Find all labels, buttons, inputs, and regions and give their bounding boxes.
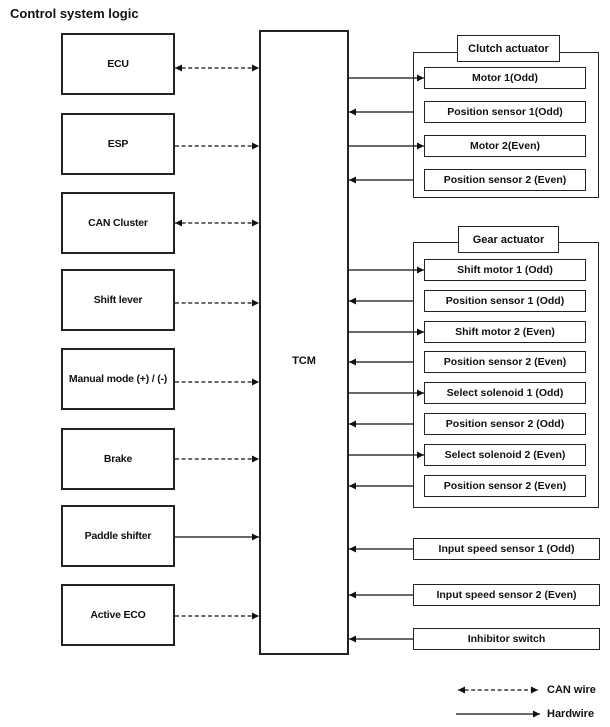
box-input-speed-sensor-1-label: Input speed sensor 1 (Odd) bbox=[438, 543, 575, 555]
box-gear-shift-motor-2: Shift motor 2 (Even) bbox=[424, 321, 586, 343]
gear-actuator-group bbox=[413, 242, 599, 508]
gear-actuator-title: Gear actuator bbox=[458, 226, 559, 253]
gear-actuator-title-label: Gear actuator bbox=[472, 233, 545, 246]
clutch-actuator-title: Clutch actuator bbox=[457, 35, 560, 62]
box-esp: ESP bbox=[61, 113, 175, 175]
box-paddle-shifter: Paddle shifter bbox=[61, 505, 175, 567]
box-manual-mode: Manual mode (+) / (-) bbox=[61, 348, 175, 410]
box-gear-position-sensor-2-odd-label: Position sensor 2 (Odd) bbox=[445, 418, 565, 430]
box-shift-lever: Shift lever bbox=[61, 269, 175, 331]
box-gear-shift-motor-1-label: Shift motor 1 (Odd) bbox=[457, 264, 553, 276]
box-manual-mode-label: Manual mode (+) / (-) bbox=[68, 373, 168, 385]
box-can-cluster: CAN Cluster bbox=[61, 192, 175, 254]
box-tcm-label: TCM bbox=[292, 355, 316, 367]
box-clutch-motor-1: Motor 1(Odd) bbox=[424, 67, 586, 89]
box-gear-select-solenoid-1: Select solenoid 1 (Odd) bbox=[424, 382, 586, 404]
box-gear-select-solenoid-1-label: Select solenoid 1 (Odd) bbox=[446, 387, 564, 399]
box-esp-label: ESP bbox=[107, 138, 129, 150]
box-ecu: ECU bbox=[61, 33, 175, 95]
box-active-eco: Active ECO bbox=[61, 584, 175, 646]
box-gear-position-sensor-1: Position sensor 1 (Odd) bbox=[424, 290, 586, 312]
box-input-speed-sensor-2-label: Input speed sensor 2 (Even) bbox=[436, 589, 577, 601]
box-active-eco-label: Active ECO bbox=[90, 609, 146, 621]
box-gear-position-sensor-2-even: Position sensor 2 (Even) bbox=[424, 475, 586, 497]
box-gear-select-solenoid-2: Select solenoid 2 (Even) bbox=[424, 444, 586, 466]
box-paddle-shifter-label: Paddle shifter bbox=[84, 530, 152, 542]
box-gear-shift-motor-1: Shift motor 1 (Odd) bbox=[424, 259, 586, 281]
box-clutch-position-sensor-1-label: Position sensor 1(Odd) bbox=[447, 106, 563, 118]
page-title: Control system logic bbox=[10, 6, 139, 21]
box-clutch-motor-1-label: Motor 1(Odd) bbox=[472, 72, 538, 84]
box-ecu-label: ECU bbox=[107, 58, 129, 70]
box-tcm: TCM bbox=[259, 30, 349, 655]
box-inhibitor-switch: Inhibitor switch bbox=[413, 628, 600, 650]
box-brake-label: Brake bbox=[103, 453, 133, 465]
legend-can-wire-label: CAN wire bbox=[547, 684, 596, 696]
box-gear-position-sensor-2-odd: Position sensor 2 (Odd) bbox=[424, 413, 586, 435]
box-inhibitor-switch-label: Inhibitor switch bbox=[467, 633, 546, 645]
box-clutch-motor-2-label: Motor 2(Even) bbox=[469, 140, 540, 152]
box-brake: Brake bbox=[61, 428, 175, 490]
box-input-speed-sensor-2: Input speed sensor 2 (Even) bbox=[413, 584, 600, 606]
box-clutch-position-sensor-1: Position sensor 1(Odd) bbox=[424, 101, 586, 123]
box-shift-lever-label: Shift lever bbox=[93, 294, 143, 306]
box-input-speed-sensor-1: Input speed sensor 1 (Odd) bbox=[413, 538, 600, 560]
box-clutch-motor-2: Motor 2(Even) bbox=[424, 135, 586, 157]
box-gear-shift-motor-2-label: Shift motor 2 (Even) bbox=[455, 326, 555, 338]
box-can-cluster-label: CAN Cluster bbox=[88, 217, 148, 229]
box-clutch-position-sensor-2-label: Position sensor 2 (Even) bbox=[443, 174, 567, 186]
box-clutch-position-sensor-2: Position sensor 2 (Even) bbox=[424, 169, 586, 191]
box-gear-position-sensor-2-even-label: Position sensor 2 (Even) bbox=[443, 480, 567, 492]
legend-hardwire-label: Hardwire bbox=[547, 708, 595, 720]
clutch-actuator-title-label: Clutch actuator bbox=[468, 42, 549, 55]
box-gear-position-sensor-2: Position sensor 2 (Even) bbox=[424, 351, 586, 373]
box-gear-position-sensor-1-label: Position sensor 1 (Odd) bbox=[445, 295, 565, 307]
box-gear-position-sensor-2-label: Position sensor 2 (Even) bbox=[443, 356, 567, 368]
box-gear-select-solenoid-2-label: Select solenoid 2 (Even) bbox=[444, 449, 566, 461]
